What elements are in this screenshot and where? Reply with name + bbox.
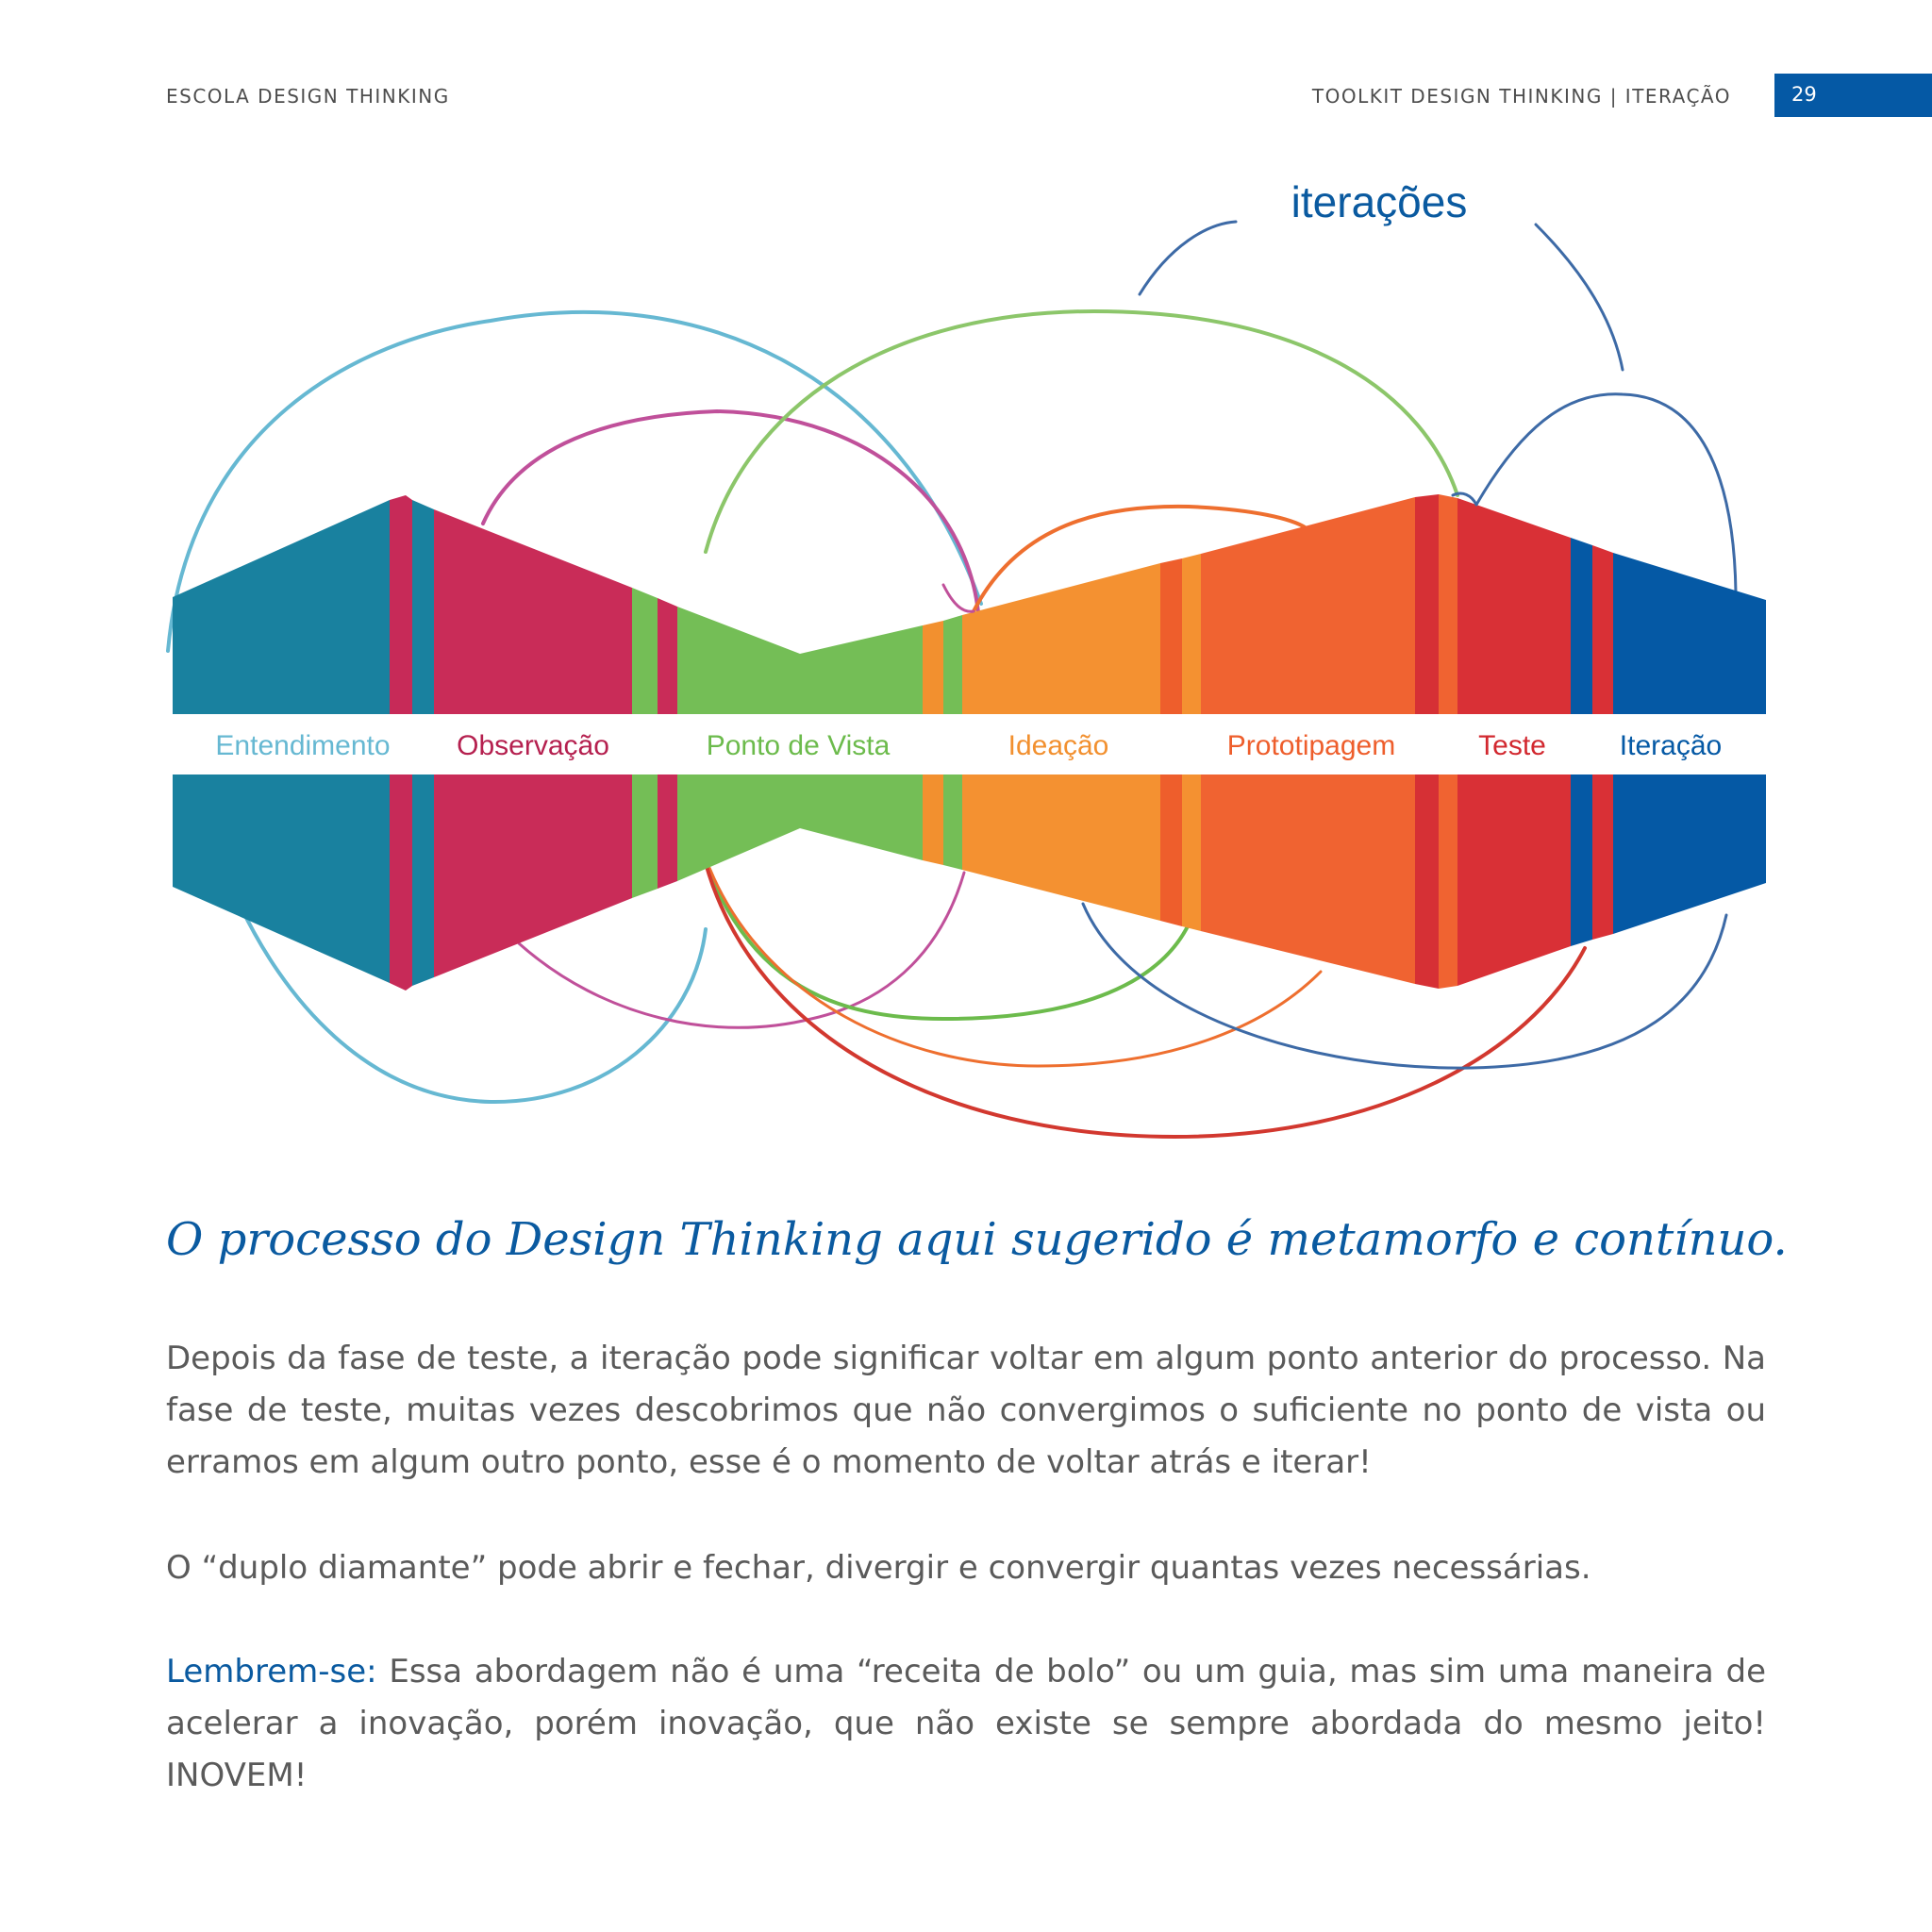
- body-paragraph-2: O “duplo diamante” pode abrir e fechar, …: [166, 1549, 1591, 1587]
- band-iteracao: [1613, 553, 1766, 714]
- band-iteracao-bottom: [1613, 774, 1766, 934]
- band-ideacao-bottom: [962, 774, 1160, 921]
- header-right-title: TOOLKIT DESIGN THINKING | ITERAÇÃO: [1311, 85, 1731, 108]
- stripe-teste-blue-bottom: [1571, 774, 1592, 946]
- reminder-text: Essa abordagem não é uma “receita de bol…: [166, 1653, 1766, 1794]
- stripe-ideacao-dark-orange-bottom: [1160, 774, 1182, 926]
- iteration-arrow-right: [1534, 223, 1624, 372]
- top-band: [173, 494, 1766, 714]
- stripe-ideacao-orange-bottom: [1182, 774, 1201, 931]
- band-entendimento-bottom: [173, 774, 390, 983]
- band-observacao-bottom: [434, 774, 632, 977]
- loop-prototipagem-bottom: [704, 861, 1587, 1140]
- band-teste: [1457, 498, 1571, 714]
- loop-ideacao: [972, 504, 1308, 613]
- label-observacao: Observação: [457, 730, 609, 761]
- phase-labels: Entendimento Observação Ponto de Vista I…: [215, 730, 1722, 761]
- band-observacao: [434, 509, 632, 714]
- body-paragraph-3: Lembrem-se: Essa abordagem não é uma “re…: [166, 1646, 1766, 1802]
- loop-ponto-de-vista: [704, 308, 1459, 554]
- stripe-ponto-green-bottom: [943, 774, 962, 870]
- stripe-teste-blue: [1571, 538, 1592, 714]
- stripe-observacao-magenta: [658, 598, 677, 714]
- label-iteracoes: iterações: [1291, 177, 1468, 226]
- design-thinking-diagram: Entendimento Observação Ponto de Vista I…: [166, 177, 1766, 1140]
- band-prototipagem-bottom: [1201, 774, 1415, 984]
- stripe-entendimento-magenta: [390, 495, 412, 714]
- stripe-observacao-green: [632, 588, 658, 714]
- reminder-lead: Lembrem-se:: [166, 1653, 377, 1690]
- band-ponto-de-vista: [677, 607, 923, 714]
- header-left-title: ESCOLA DESIGN THINKING: [166, 85, 450, 108]
- stripe-ponto-orange: [923, 621, 943, 714]
- stripe-observacao-magenta-bottom: [658, 774, 677, 889]
- label-prototipagem: Prototipagem: [1227, 730, 1395, 761]
- band-entendimento: [173, 500, 390, 714]
- loop-observacao: [481, 408, 981, 625]
- label-iteracao: Iteração: [1620, 730, 1722, 761]
- loop-observacao-bottom: [517, 871, 966, 1029]
- stripe-teste-red: [1592, 545, 1613, 714]
- loop-teste-bottom: [1081, 902, 1728, 1070]
- band-teste-bottom: [1457, 774, 1571, 986]
- label-ponto-de-vista: Ponto de Vista: [707, 730, 891, 761]
- stripe-ideacao-dark-orange: [1160, 558, 1182, 714]
- stripe-ideacao-orange: [1182, 554, 1201, 714]
- band-ideacao: [962, 563, 1160, 714]
- stripe-observacao-green-bottom: [632, 774, 658, 898]
- label-entendimento: Entendimento: [215, 730, 390, 761]
- iteration-loops-front: [941, 491, 1478, 613]
- band-ponto-de-vista-bottom: [677, 774, 923, 881]
- label-ideacao: Ideação: [1008, 730, 1109, 761]
- page-number: 29: [1791, 83, 1817, 106]
- stripe-prototipagem-orange: [1439, 494, 1457, 714]
- iteration-loops: [166, 220, 1738, 1140]
- stripe-entendimento-magenta-bottom: [390, 774, 412, 991]
- loop-ideacao-bottom: [708, 866, 1323, 1068]
- loop-blue-front: [1451, 491, 1478, 507]
- loop-ponto-to-ideacao-front: [941, 583, 975, 613]
- stripe-teste-red-bottom: [1592, 774, 1613, 940]
- stripe-entendimento-teal-bottom: [412, 774, 434, 986]
- loop-entendimento: [166, 309, 983, 653]
- stripe-prototipagem-red: [1415, 494, 1439, 714]
- section-heading: O processo do Design Thinking aqui suger…: [166, 1213, 1788, 1266]
- stripe-entendimento-teal: [412, 500, 434, 714]
- loop-teste: [1474, 392, 1738, 594]
- stripe-prototipagem-orange-bottom: [1439, 774, 1457, 989]
- page-number-box: 29: [1774, 74, 1932, 117]
- label-teste: Teste: [1478, 730, 1546, 761]
- loop-ponto-de-vista-bottom: [708, 871, 1191, 1022]
- band-prototipagem: [1201, 497, 1415, 714]
- loop-entendimento-bottom: [234, 894, 708, 1105]
- stripe-ponto-orange-bottom: [923, 774, 943, 865]
- bottom-band: [173, 774, 1766, 991]
- stripe-ponto-green: [943, 615, 962, 714]
- iteration-arrow-left: [1138, 220, 1238, 296]
- body-paragraph-1: Depois da fase de teste, a iteração pode…: [166, 1340, 1766, 1481]
- stripe-prototipagem-red-bottom: [1415, 774, 1439, 989]
